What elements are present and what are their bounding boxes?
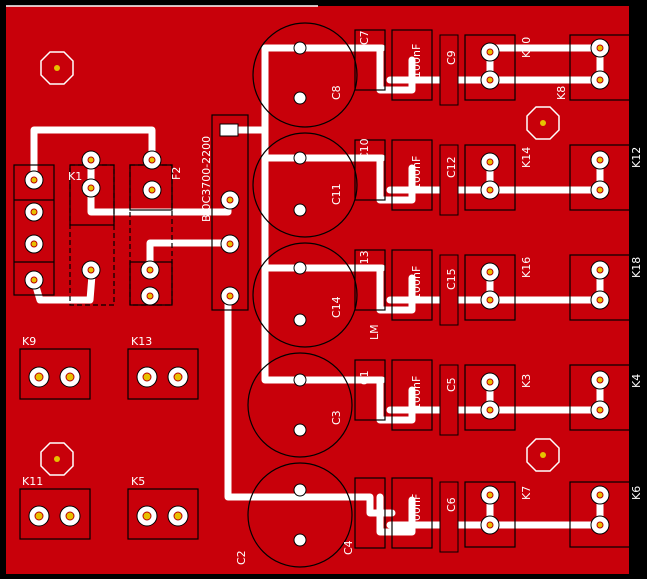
input-terminal [13,164,55,296]
cap-c8: C8 [252,22,358,128]
label-c15: C15 [445,268,458,290]
label-lm: LM [368,324,381,340]
label-f2: F2 [170,167,183,180]
label-cap-3: 100nF [410,266,423,300]
mounting-holes [40,51,560,476]
label-c10: C10 [358,138,371,160]
label-k6: K6 [630,486,643,500]
cap-c14: C14 [252,242,358,348]
label-c6: C6 [445,497,458,512]
label-c7: C7 [358,30,371,45]
label-k13: K13 [131,335,152,348]
cap-c2: C2 [235,462,353,568]
label-converter: B-0C3700-2200 [200,136,213,222]
label-c5: C5 [445,377,458,392]
label-c13: C13 [358,250,371,272]
component-converter: B-0C3700-2200 [200,114,249,311]
label-c11: C11 [330,183,343,205]
channel-row-4: C1 100nF C5 K3 K4 [354,359,643,436]
trace-bus-top [261,44,386,134]
label-cap-1: 100nF [410,44,423,78]
label-k3: K3 [520,374,533,388]
trace-left-bottom [30,271,96,304]
label-k5: K5 [131,475,145,488]
label-c3: C3 [330,410,343,425]
cap-c3: C3 [247,352,353,458]
label-k11: K11 [22,475,43,488]
label-c12: C12 [445,156,458,178]
terminal-k11: K11 [19,475,91,540]
mounting-hole-right-mid-center [540,452,546,458]
label-c8: C8 [330,85,343,100]
terminal-k9: K9 [19,335,91,400]
label-k1: K1 [68,170,82,183]
label-c14: C14 [330,296,343,318]
label-k18: K18 [630,257,643,278]
label-cap-4: 100nF [410,376,423,410]
board-substrate [6,6,629,574]
label-c2: C2 [235,550,248,565]
label-c9: C9 [445,50,458,65]
trace-input-loop [30,126,156,184]
label-k16: K16 [520,257,533,278]
channel-row-2: C10 100nF C12 K14 K12 [354,138,643,216]
terminal-k13: K13 [127,335,199,400]
component-f2: F2 [129,150,183,306]
label-k7: K7 [520,486,533,500]
label-k9: K9 [22,335,36,348]
channel-row-1: C7 100nF C9 K10 K8 [354,29,631,106]
mounting-hole-left-mid-center [54,456,60,462]
label-k14: K14 [520,147,533,168]
channel-row-3: C13 LM 100nF C15 K16 K18 [354,249,643,340]
label-k12: K12 [630,147,643,168]
trace-main-bus [224,126,304,384]
terminal-k5: K5 [127,475,199,540]
label-cap-5: 100nF [410,494,423,528]
mounting-hole-top-left-center [54,65,60,71]
label-k8: K8 [555,86,568,100]
label-c1: C1 [358,370,371,385]
channel-row-5: C4 100nF C6 K7 K6 [342,477,643,555]
label-cap-2: 100nF [410,156,423,190]
label-c4: C4 [342,540,355,555]
mounting-hole-top-right-center [540,120,546,126]
label-k4: K4 [630,374,643,388]
cap-c11: C11 [252,132,358,238]
label-k10: K10 [520,37,533,58]
component-k1: K1 [68,150,115,306]
